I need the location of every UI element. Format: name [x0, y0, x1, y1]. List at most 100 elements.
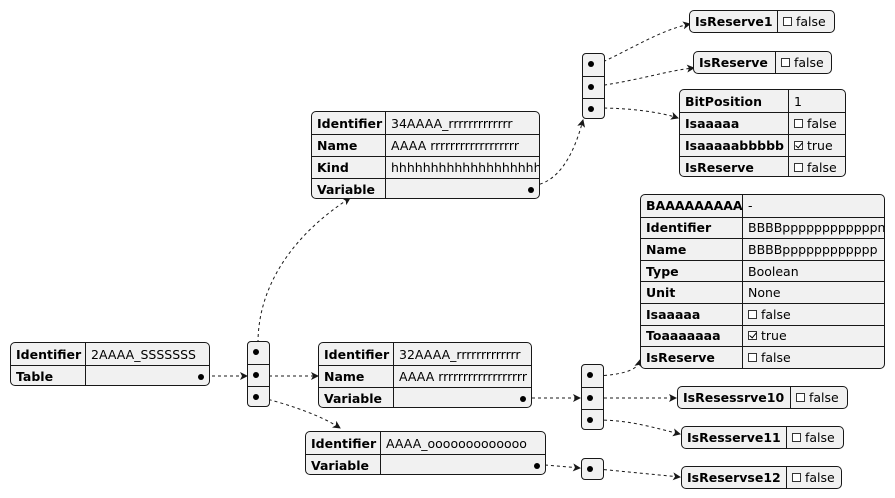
isaaaaa-value: false	[789, 113, 845, 134]
obj34-variable-array	[582, 53, 605, 119]
isreserve1-object: IsReserve1 false	[689, 10, 835, 33]
objA-variable-array	[581, 458, 604, 480]
edge-rootarr-obj34	[257, 197, 351, 344]
array-port	[587, 372, 593, 378]
obj34-variable-value	[386, 179, 539, 198]
isaaaaabbbbb-key: Isaaaaabbbbb	[680, 135, 789, 156]
bobj-identifier-value: BBBBppppppppppppn	[748, 220, 884, 236]
obj32-variable-array	[581, 364, 604, 430]
objA-variable-key: Variable	[306, 455, 381, 474]
checkbox-unchecked-icon	[794, 119, 803, 128]
bobj-toaaaaaaa-value: true	[743, 326, 884, 347]
isreserve-object: IsReserve false	[693, 51, 832, 74]
array-slot	[582, 409, 603, 430]
baaa-value: -	[748, 198, 753, 214]
obj32-name-value: AAAA rrrrrrrrrrrrrrrrrr	[399, 369, 527, 384]
obj34-kind-value: hhhhhhhhhhhhhhhhhhh	[391, 160, 539, 175]
array-port	[587, 466, 593, 472]
edge-arr-bitobj	[597, 107, 679, 120]
obj32-variable-key: Variable	[319, 388, 394, 407]
array-port	[253, 394, 259, 400]
isreserve1-key: IsReserve1	[690, 11, 778, 32]
root-identifier-value: 2AAAA_SSSSSSS	[91, 346, 196, 362]
bobj-name-key: Name	[641, 239, 743, 260]
checkbox-unchecked-icon	[792, 473, 801, 482]
bobj-isaaaaa-value: false	[743, 304, 884, 325]
array-slot	[582, 365, 603, 385]
array-port	[587, 395, 593, 401]
array-port	[588, 84, 594, 90]
object-32aaaa: Identifier 32AAAA_rrrrrrrrrrrrr Name AAA…	[318, 342, 532, 408]
root-array-slot	[248, 364, 269, 385]
checkbox-unchecked-icon	[783, 17, 792, 26]
array-port	[588, 61, 594, 67]
root-table-port	[198, 373, 204, 380]
obj32-identifier-key: Identifier	[319, 343, 394, 365]
root-object: Identifier 2AAAA_SSSSSSS Table	[10, 342, 210, 386]
bobj-type-key: Type	[641, 260, 743, 282]
bobj-isreserve-key: IsReserve	[641, 347, 743, 368]
bobj-isaaaaa-key: Isaaaaa	[641, 303, 743, 325]
objA-identifier-key: Identifier	[306, 432, 381, 454]
edge-arr-isresserve11	[597, 419, 681, 437]
object-aaaa-o: Identifier AAAA_ooooooooooooo Variable	[305, 431, 546, 475]
baaaaaaaaa-object: BAAAAAAAAA - Identifier BBBBpppppppppppp…	[640, 194, 885, 369]
edge-arr-isreservse12	[597, 468, 681, 481]
checkbox-unchecked-icon	[796, 393, 805, 402]
bobj-unit-value: None	[748, 285, 781, 301]
bitobj-isreserve-value: false	[789, 157, 845, 176]
bitpos-key: BitPosition	[680, 90, 789, 112]
obj32-variable-value	[394, 388, 531, 407]
root-identifier-key: Identifier	[11, 343, 86, 365]
isaaaaa-key: Isaaaaa	[680, 113, 789, 134]
checkbox-unchecked-icon	[748, 309, 757, 319]
isresessrve10-object: IsResessrve10 false	[677, 386, 848, 409]
checkbox-unchecked-icon	[792, 433, 801, 442]
array-port	[587, 417, 593, 423]
isresserve11-value: false	[787, 427, 843, 448]
obj32-variable-port	[520, 395, 526, 402]
array-slot	[582, 387, 603, 408]
baaa-key: BAAAAAAAAA	[641, 195, 743, 217]
isresserve11-key: IsResserve11	[682, 427, 787, 448]
obj34-kind-key: Kind	[312, 157, 386, 178]
checkbox-unchecked-icon	[748, 352, 757, 362]
bobj-isreserve-value: false	[743, 347, 884, 368]
edge-arr-bobj	[597, 359, 643, 377]
bobj-unit-key: Unit	[641, 282, 743, 303]
isreserve-value: false	[776, 52, 831, 73]
bitpos-value: 1	[794, 93, 802, 109]
obj34-variable-port	[528, 186, 534, 193]
array-slot	[583, 54, 604, 74]
root-table-key: Table	[11, 366, 86, 385]
bitobj-isreserve-key: IsReserve	[680, 157, 789, 176]
edge-rootarr-objA	[262, 397, 341, 429]
root-array	[247, 341, 270, 407]
edge-obj34-arr	[527, 119, 586, 187]
obj34-identifier-key: Identifier	[312, 112, 386, 134]
checkbox-unchecked-icon	[794, 163, 803, 172]
array-slot	[583, 98, 604, 119]
obj34-name-value: AAAA rrrrrrrrrrrrrrrrrr	[391, 138, 519, 153]
checkbox-checked-icon	[794, 141, 803, 150]
objA-variable-port	[534, 462, 540, 469]
isresserve11-object: IsResserve11 false	[681, 426, 844, 449]
edge-arr-isreserve	[597, 64, 695, 87]
bobj-type-value: Boolean	[748, 263, 799, 279]
array-port	[253, 349, 259, 355]
obj34-name-key: Name	[312, 135, 386, 156]
bitposition-object: BitPosition 1 Isaaaaa false Isaaaaabbbbb…	[679, 89, 846, 177]
bobj-identifier-key: Identifier	[641, 217, 743, 239]
array-port	[253, 372, 259, 378]
obj34-variable-key: Variable	[312, 179, 386, 198]
isresessrve10-key: IsResessrve10	[678, 387, 791, 408]
bobj-name-value: BBBBpppppppppppp	[748, 241, 878, 257]
isreserve-key: IsReserve	[694, 52, 776, 73]
objA-identifier-value: AAAA_ooooooooooooo	[386, 435, 527, 451]
checkbox-unchecked-icon	[781, 58, 790, 67]
root-array-slot	[248, 386, 269, 407]
isresessrve10-value: false	[791, 387, 847, 408]
array-slot	[583, 76, 604, 97]
array-slot	[582, 459, 603, 479]
obj34-identifier-value: 34AAAA_rrrrrrrrrrrrr	[391, 115, 513, 131]
